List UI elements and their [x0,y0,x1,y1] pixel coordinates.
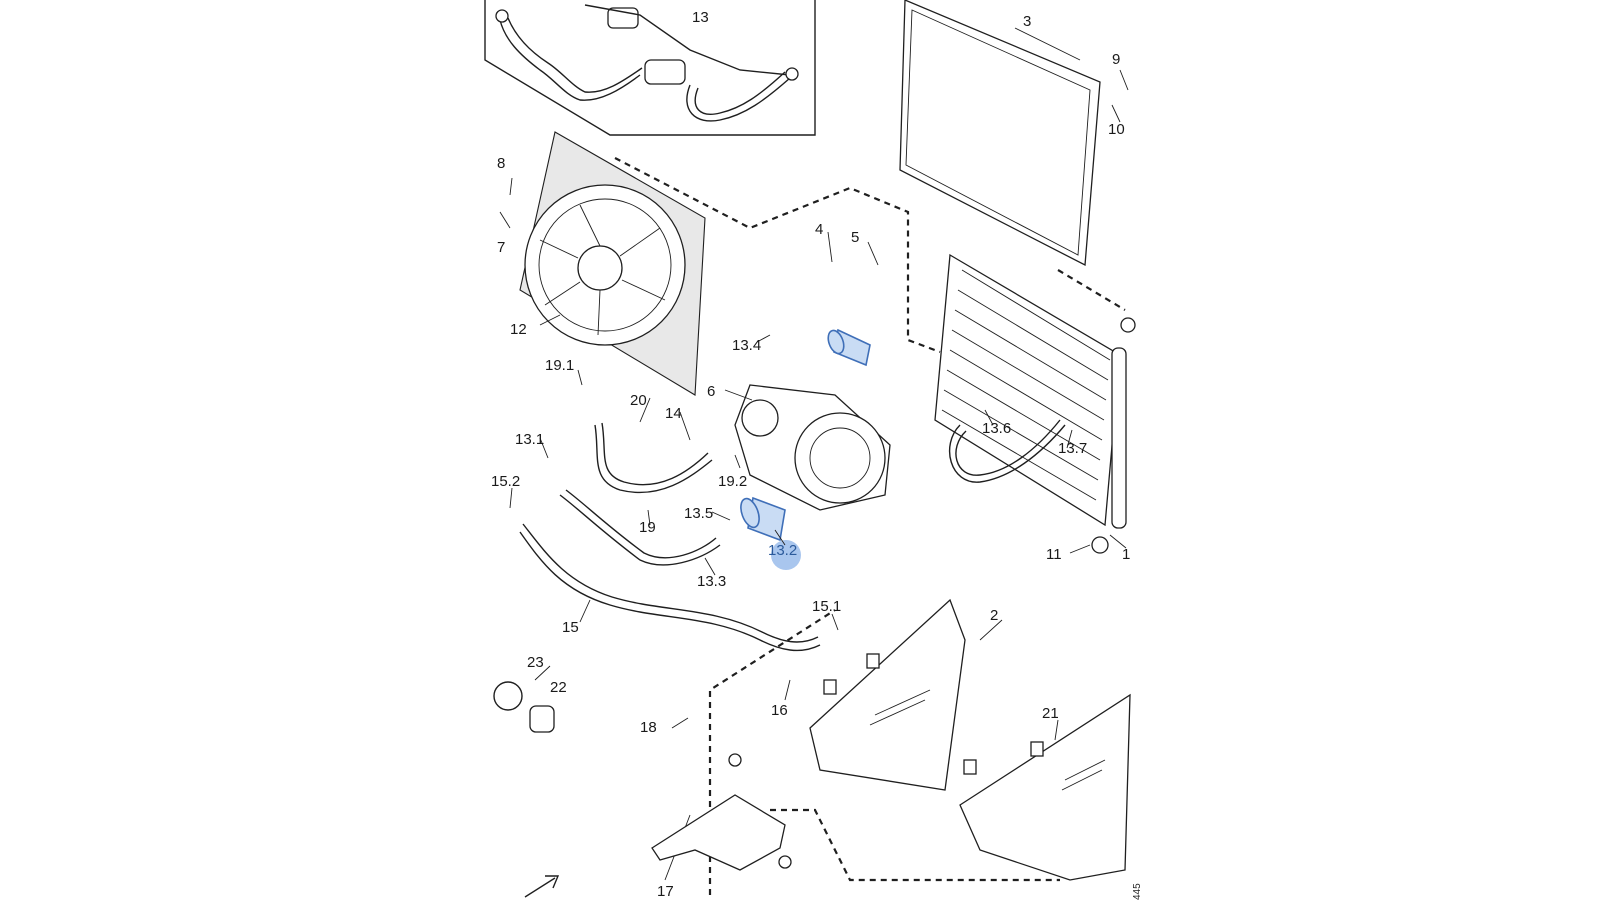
callout-10: 10 [1108,121,1125,138]
callout-19-1: 19.1 [545,357,575,374]
callout-11: 11 [1046,546,1062,563]
bottom-bracket [651,753,792,871]
callout-4: 4 [815,221,824,238]
callout-19-2: 19.2 [718,473,748,490]
callout-2: 2 [990,607,999,624]
callout-15-2: 15.2 [491,473,521,490]
callout-18: 18 [640,719,657,736]
callout-13-7: 13.7 [1058,440,1088,457]
clamp-and-bushing [493,681,555,733]
callout-7: 7 [497,239,506,256]
callout-6: 6 [707,383,716,400]
callout-21: 21 [1042,705,1059,722]
callout-23: 23 [527,654,544,671]
callout-19: 19 [639,519,656,536]
callout-13-1: 13.1 [515,431,545,448]
lower-brackets [809,598,1131,881]
callout-9: 9 [1112,51,1121,68]
drawing-code: 445 [1132,883,1143,900]
leader-lines [499,27,1129,881]
callout-16: 16 [771,702,788,719]
callout-17: 17 [657,883,674,900]
callout-20: 20 [630,392,647,409]
cooling-fan-assembly [519,131,706,396]
refrigerant-pipes [519,419,1066,652]
callout-13-2: 13.2 [768,542,798,559]
callout-13: 13 [692,9,709,26]
inset-pipe-assembly [484,0,816,136]
ac-compressor [734,384,891,511]
condenser-grille [899,0,1101,267]
callout-1: 1 [1122,546,1131,563]
callout-3: 3 [1023,13,1032,30]
callout-8: 8 [497,155,506,172]
callout-14: 14 [665,405,682,422]
callout-22: 22 [550,679,567,696]
callout-13-3: 13.3 [697,573,727,590]
callout-13-5: 13.5 [684,505,714,522]
callout-15: 15 [562,619,579,636]
highlighted-parts [740,328,871,570]
callout-12: 12 [510,321,527,338]
callout-13-6: 13.6 [982,420,1012,437]
callout-15-1: 15.1 [812,598,842,615]
callout-13-4: 13.4 [732,337,762,354]
direction-arrow [524,875,560,898]
callout-5: 5 [851,229,860,246]
condenser [934,253,1136,554]
